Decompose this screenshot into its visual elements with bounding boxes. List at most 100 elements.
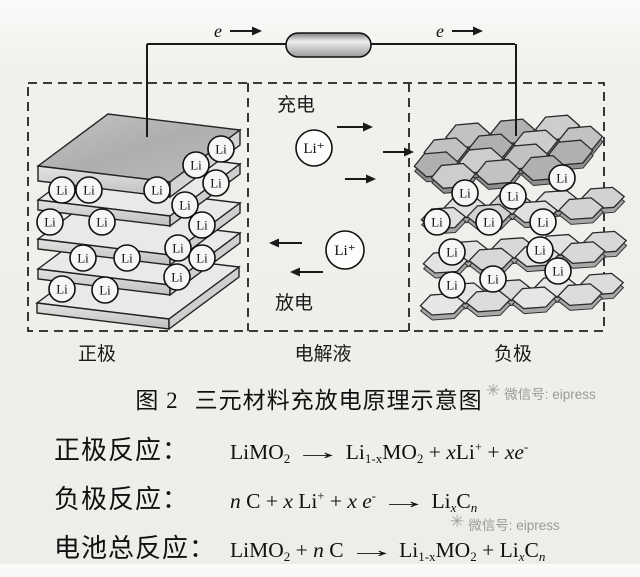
- li-atom: Li: [544, 257, 572, 285]
- li-atom-label: Li: [210, 176, 222, 191]
- li-ion-label: Li⁺: [303, 141, 324, 157]
- reaction-equations: 正极反应： LiMO2→Li1-xMO2 + xLi+ + xe- 负极反应： …: [0, 430, 640, 577]
- watermark-text: 微信号: eipress: [468, 518, 560, 533]
- ion-flow-arrows: [230, 26, 483, 277]
- li-atom-label: Li: [83, 183, 95, 198]
- anode-reaction-formula: n C + x Li+ + x e-→LixCn: [230, 489, 477, 516]
- li-atom: Li: [188, 211, 216, 239]
- li-atom: Li: [143, 176, 171, 204]
- li-atom: Li: [438, 238, 466, 266]
- external-circuit: e e: [146, 21, 517, 137]
- formula-token: x: [283, 489, 293, 513]
- li-atom-label: Li: [151, 183, 163, 198]
- li-atom: Li: [36, 208, 64, 236]
- li-atom-label: Li: [44, 215, 56, 230]
- cathode-reaction-row: 正极反应： LiMO2→Li1-xMO2 + xLi+ + xe-: [0, 430, 640, 467]
- li-atom: Li: [88, 208, 116, 236]
- overall-reaction-label: 电池总反应：: [54, 534, 217, 563]
- li-atom-label: Li: [537, 215, 549, 230]
- li-atom: Li: [188, 244, 216, 272]
- formula-token: x: [504, 440, 515, 464]
- charge-label: 充电: [277, 94, 315, 116]
- li-atom: Li: [171, 191, 199, 219]
- formula-token: n: [313, 538, 324, 562]
- hexagon: [475, 158, 521, 186]
- formula-token: e: [514, 440, 524, 464]
- watermark: ✳ 微信号: eipress: [486, 381, 596, 403]
- watermark-logo-icon: ✳: [450, 512, 465, 531]
- electrolyte-region: 充电 Li⁺ Li⁺ 放电: [275, 94, 365, 314]
- formula-token: C: [524, 538, 539, 562]
- formula-token: 2: [470, 549, 477, 564]
- formula-token: →: [293, 440, 343, 464]
- li-atom: Li: [69, 244, 97, 272]
- cathode-label: 正极: [78, 343, 116, 365]
- outer-dashed-box: [27, 82, 605, 332]
- li-atom-label: Li: [534, 243, 546, 258]
- figure-title: 三元材料充放电原理示意图: [194, 388, 483, 413]
- formula-token: n: [470, 500, 478, 515]
- formula-token: 2: [283, 549, 291, 564]
- cathode-reaction-formula: LiMO2→Li1-xMO2 + xLi+ + xe-: [230, 440, 528, 467]
- li-atom: Li: [202, 169, 230, 197]
- li-atom: Li: [451, 179, 479, 207]
- formula-token: →: [378, 489, 429, 513]
- li-atom: Li: [499, 182, 527, 210]
- formula-token: n: [538, 549, 546, 564]
- li-atom-label: Li: [96, 215, 108, 230]
- flow-arrow-head: [290, 267, 300, 277]
- li-atom-label: Li: [215, 142, 227, 157]
- li-atom: Li: [163, 263, 191, 291]
- hexagon: [557, 283, 603, 307]
- li-ion-discharging: Li⁺: [325, 230, 365, 270]
- li-atom-label: Li: [196, 251, 208, 266]
- flow-arrow-head: [363, 122, 373, 132]
- formula-token: MO: [435, 538, 471, 562]
- li-atom-label: Li: [446, 245, 458, 260]
- hexagon: [468, 247, 515, 271]
- formula-token: LiMO: [230, 440, 284, 464]
- li-atom-label: Li: [121, 251, 133, 266]
- formula-token: x: [347, 489, 357, 513]
- li-atom-label: Li: [487, 272, 499, 287]
- anode-reaction-label: 负极反应：: [54, 485, 190, 514]
- li-ion-charging: Li⁺: [295, 129, 333, 167]
- watermark-text: 微信号: eipress: [504, 387, 596, 402]
- li-atom: Li: [113, 244, 141, 272]
- li-atom-label: Li: [99, 283, 111, 298]
- discharge-label: 放电: [275, 292, 313, 314]
- formula-token: C: [323, 538, 344, 562]
- li-atom-label: Li: [459, 186, 471, 201]
- watermark-logo-icon: ✳: [486, 381, 501, 400]
- formula-token: +: [481, 440, 505, 464]
- compartment-boxes: [27, 82, 605, 332]
- li-atom: Li: [182, 151, 210, 179]
- li-atom: Li: [48, 176, 76, 204]
- li-atom: Li: [529, 208, 557, 236]
- formula-token: C: [456, 489, 471, 513]
- formula-token: + Li: [476, 538, 519, 562]
- electron-label-left: e: [214, 21, 222, 41]
- li-atom: Li: [475, 208, 503, 236]
- li-atom-label: Li: [196, 218, 208, 233]
- formula-token: Li: [431, 489, 451, 513]
- li-ion-label: Li⁺: [334, 243, 355, 259]
- hexagon: [547, 139, 594, 166]
- overall-reaction-formula: LiMO2 + n C→Li1-xMO2 + LixCn: [230, 538, 545, 565]
- flow-arrow-head: [404, 147, 414, 157]
- formula-token: 2: [416, 451, 424, 466]
- li-atom-label: Li: [77, 251, 89, 266]
- anode-reaction-row: 负极反应： n C + x Li+ + x e-→LixCn: [0, 479, 640, 516]
- load-capsule: [285, 32, 372, 58]
- li-atom: Li: [479, 265, 507, 293]
- formula-token: x: [518, 549, 525, 564]
- li-atom-label: Li: [507, 189, 519, 204]
- li-atom: Li: [207, 135, 235, 163]
- anode-label: 负极: [494, 343, 532, 365]
- graphite-layer: [422, 230, 628, 279]
- formula-token: e: [362, 489, 372, 513]
- formula-token: Li: [399, 538, 419, 562]
